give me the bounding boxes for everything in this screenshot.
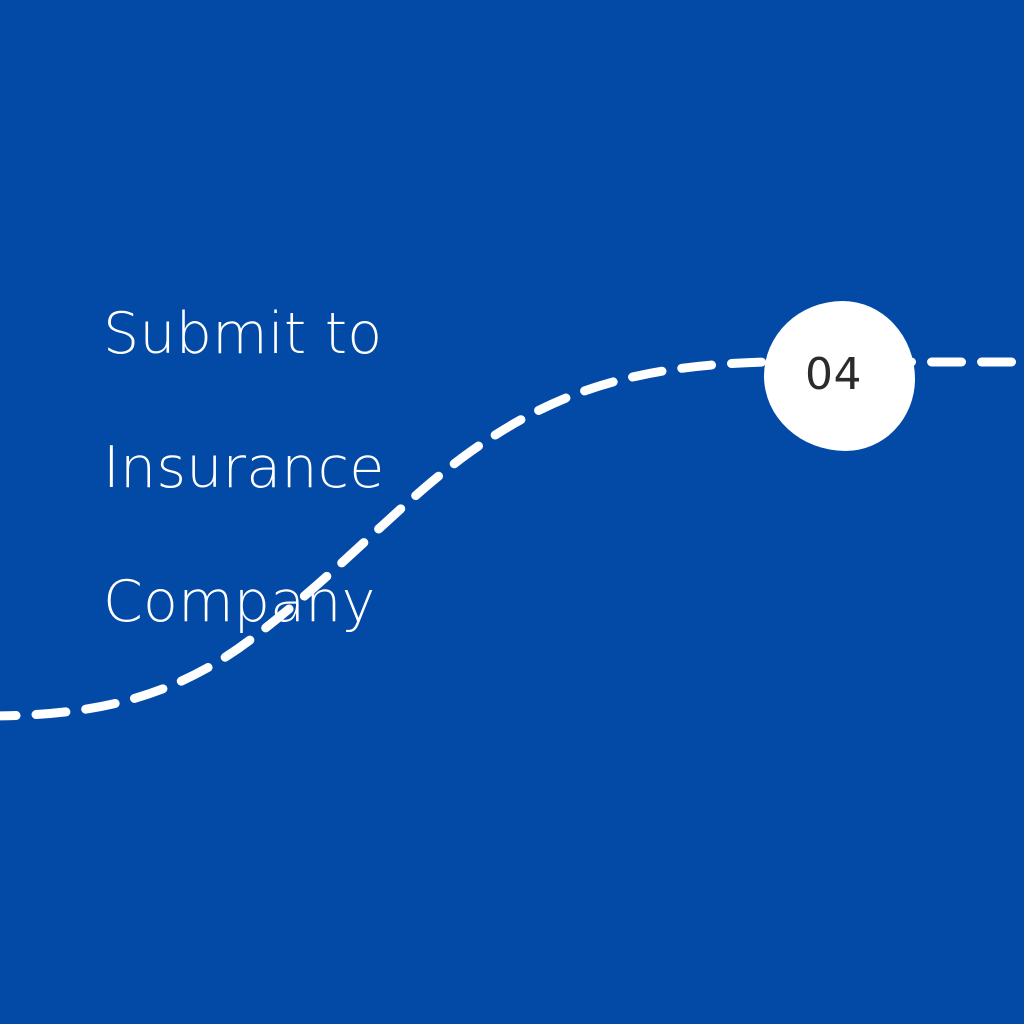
page-title-line-2: Insurance: [103, 435, 385, 501]
step-number-badge: 04: [764, 301, 915, 451]
page-title: Submit to Insurance Company: [103, 234, 523, 703]
step-number-label: 04: [805, 349, 862, 400]
page-title-line-1: Submit to: [103, 301, 383, 367]
page-title-line-3: Company: [103, 569, 376, 635]
